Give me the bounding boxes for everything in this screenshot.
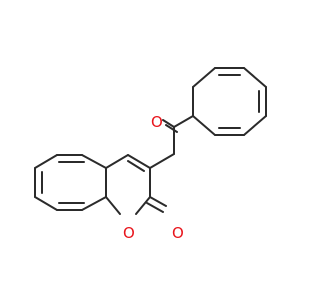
ring-oxygen-label: O [123, 224, 135, 242]
benzo-ring [34, 154, 107, 211]
molecule-structure: O O O [0, 0, 300, 300]
lactone-oxygen-label: O [172, 224, 184, 242]
phenyl-ring [192, 67, 267, 136]
bond-ch2-coumarin [149, 153, 175, 169]
ketone-double-bond [162, 119, 178, 133]
pyranone-ring [105, 154, 151, 215]
background [0, 0, 300, 300]
ketone-oxygen-label: O [151, 113, 163, 131]
lactone-double-bond [146, 196, 167, 213]
bond-carbonyl-phenyl [173, 115, 194, 128]
